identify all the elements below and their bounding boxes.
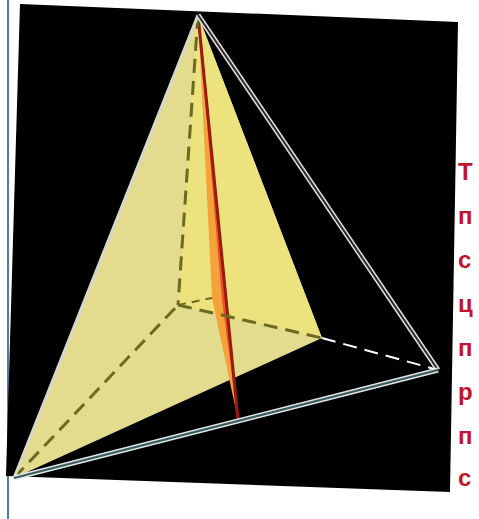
visible-edge [14,370,438,478]
visible-edge [198,15,438,370]
cropped-text-fragment: Т [458,160,473,184]
visible-edge [198,15,438,370]
visible-edge [14,15,198,478]
orange-section [198,15,238,420]
visible-edge [14,370,438,478]
hidden-edge [178,305,322,338]
black-panel [6,4,458,492]
cropped-text-fragment: р [458,380,473,404]
cropped-text-fragment: с [458,248,471,272]
cropped-text-fragment: с [458,466,471,490]
cropped-text-fragment: ц [458,292,473,316]
yellow-face [14,15,322,478]
cropped-text-fragment: п [458,424,473,448]
cropped-text-fragment: п [458,336,473,360]
yellow-face [178,15,322,338]
hidden-edge [178,298,212,305]
hidden-edge [14,305,178,478]
cropped-text-fragment: п [458,204,473,228]
red-edge [198,15,238,420]
red-section [198,15,238,420]
